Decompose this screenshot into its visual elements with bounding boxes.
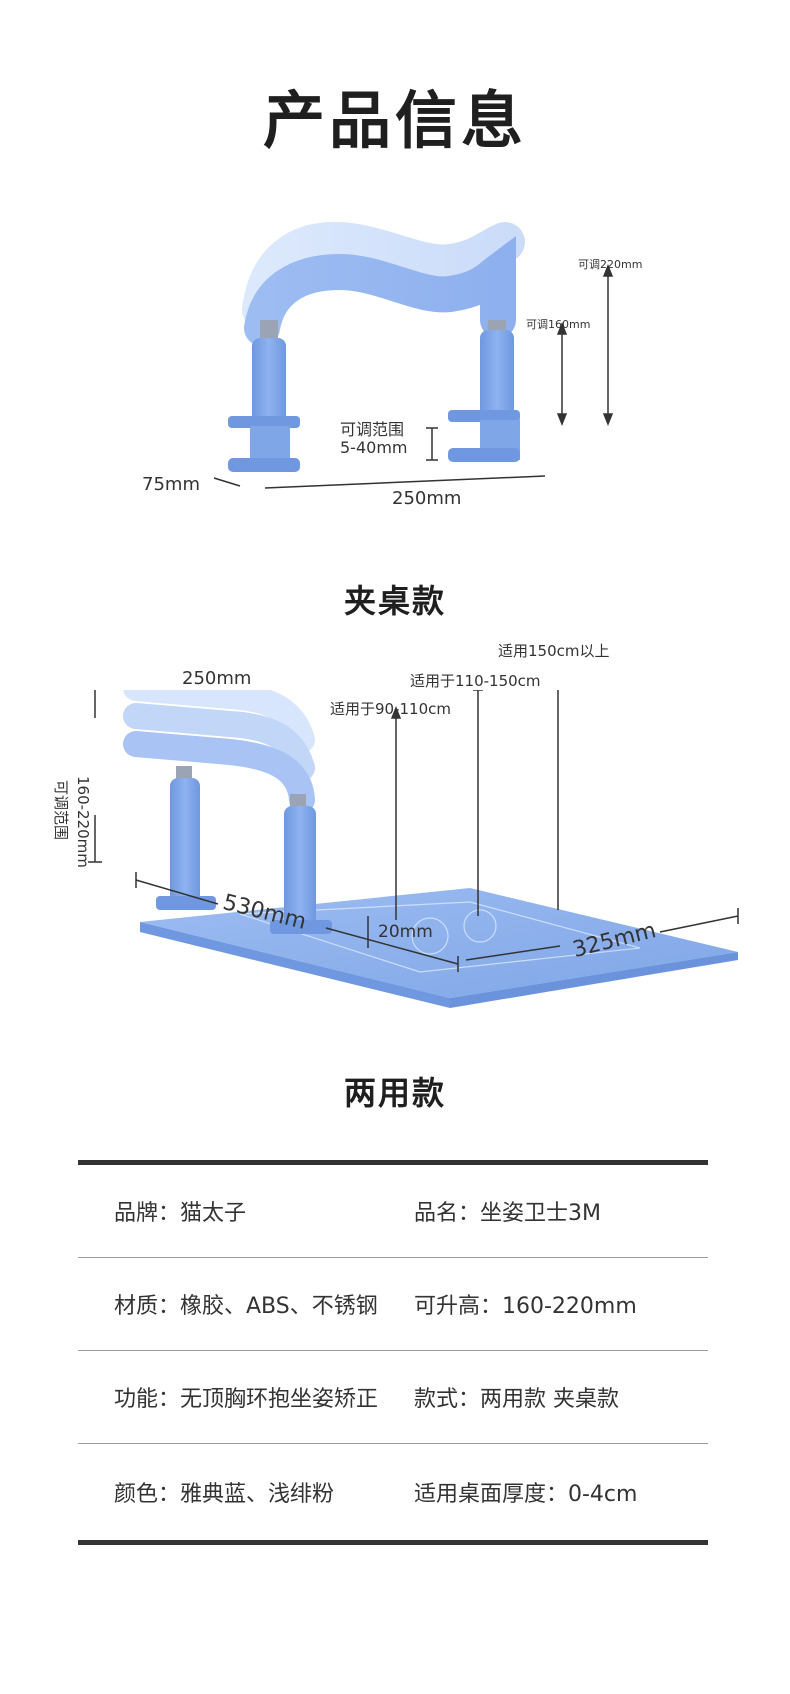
left-post (252, 338, 286, 438)
label-width-250: 250mm (182, 668, 252, 689)
spec-row: 颜色：雅典蓝、浅绯粉 适用桌面厚度：0-4cm (78, 1444, 708, 1540)
right-post (284, 806, 316, 930)
label-clamp-range-2: 5-40mm (340, 438, 408, 457)
spec-brand: 品牌：猫太子 (114, 1201, 247, 1226)
label-clamp-range-1: 可调范围 (340, 420, 405, 439)
support-bar (244, 235, 516, 346)
spec-row: 品牌：猫太子 品名：坐姿卫士3M (78, 1165, 708, 1258)
spec-desk-thickness: 适用桌面厚度：0-4cm (414, 1482, 638, 1507)
label-thickness-20: 20mm (378, 922, 433, 942)
left-clamp-base (228, 458, 300, 472)
clamp-model-illustration (213, 221, 614, 489)
spec-function: 功能：无顶胸环抱坐姿矫正 (114, 1387, 379, 1412)
label-adjust-220: 可调220mm (578, 258, 643, 271)
spec-material: 材质：橡胶、ABS、不锈钢 (114, 1294, 378, 1319)
label-adjust-range-2: 160-220mm (74, 776, 92, 868)
dual-use-model-caption: 两用款 (343, 1074, 446, 1112)
spec-row: 材质：橡胶、ABS、不锈钢 可升高：160-220mm (78, 1258, 708, 1351)
spec-product-name: 品名：坐姿卫士3M (414, 1201, 601, 1226)
spec-table: 品牌：猫太子 品名：坐姿卫士3M 材质：橡胶、ABS、不锈钢 可升高：160-2… (78, 1160, 708, 1545)
left-post (170, 778, 200, 906)
left-post-foot (156, 896, 216, 910)
clamp-model-figure: 可调220mm 可调160mm 可调范围 5-40mm 75mm 250mm (0, 220, 790, 550)
right-clamp-base (448, 448, 520, 462)
label-width-250: 250mm (392, 488, 462, 509)
desk-board-front (450, 952, 738, 1008)
right-clamp-top (448, 410, 520, 422)
label-height-110-150: 适用于110-150cm (410, 672, 541, 690)
right-post (480, 330, 514, 430)
spec-row: 功能：无顶胸环抱坐姿矫正 款式：两用款 夹桌款 (78, 1351, 708, 1444)
bar-ghost-mid (123, 703, 315, 781)
right-post-foot (270, 920, 332, 934)
label-height-150-plus: 适用150cm以上 (498, 642, 610, 660)
dual-use-model-figure: 250mm 可调范围 160-220mm 适用150cm以上 适用于110-15… (0, 642, 790, 1060)
spec-color: 颜色：雅典蓝、浅绯粉 (114, 1482, 335, 1507)
raised-bar-ghost (242, 221, 525, 330)
page-title: 产品信息 (262, 84, 527, 157)
bar-main (123, 731, 315, 813)
left-post-neck (260, 320, 278, 342)
label-depth-75: 75mm (142, 474, 200, 495)
bar-ghost-top (123, 690, 315, 753)
label-adjust-160: 可调160mm (526, 318, 591, 331)
clamp-model-caption: 夹桌款 (343, 582, 446, 620)
dual-use-model-illustration (88, 690, 739, 1008)
left-clamp-top (228, 416, 300, 428)
spec-style: 款式：两用款 夹桌款 (414, 1387, 619, 1412)
desk-board-edge (140, 922, 450, 1008)
spec-lift-height: 可升高：160-220mm (414, 1294, 637, 1319)
label-adjust-range-1: 可调范围 (52, 780, 70, 841)
label-height-90-110: 适用于90-110cm (330, 700, 451, 718)
